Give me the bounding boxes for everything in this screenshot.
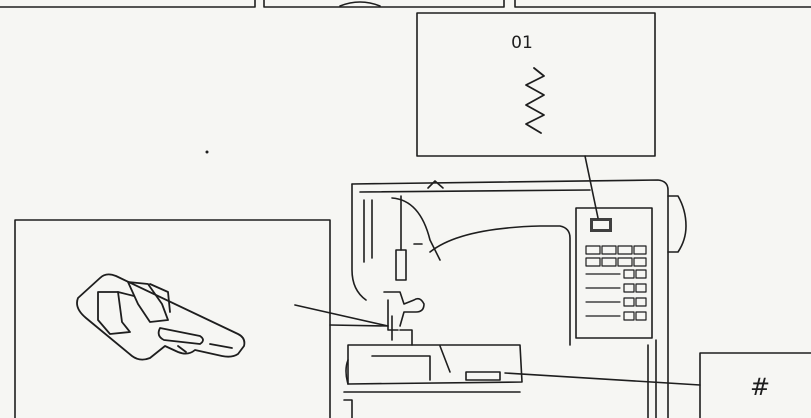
feed-dog-panel: # — [505, 353, 811, 418]
presser-foot-frame — [15, 220, 330, 418]
machine-control-panel — [576, 208, 652, 338]
stitch-display-panel: 01 — [417, 13, 655, 218]
presser-foot-leader-line — [295, 305, 388, 326]
feed-dog-leader-line — [505, 373, 700, 385]
zigzag-presser-foot-icon — [77, 274, 244, 359]
zigzag-stitch-icon — [526, 68, 544, 133]
presser-foot-panel — [15, 220, 388, 418]
sewing-machine-icon — [344, 180, 686, 418]
stitch-pattern-number: 01 — [511, 33, 533, 53]
top-frame-remnants — [0, 0, 811, 7]
scan-speck — [206, 151, 209, 154]
feed-dog-symbol: # — [750, 373, 770, 401]
stitch-display-frame — [417, 13, 655, 156]
machine-buttons — [586, 246, 646, 320]
